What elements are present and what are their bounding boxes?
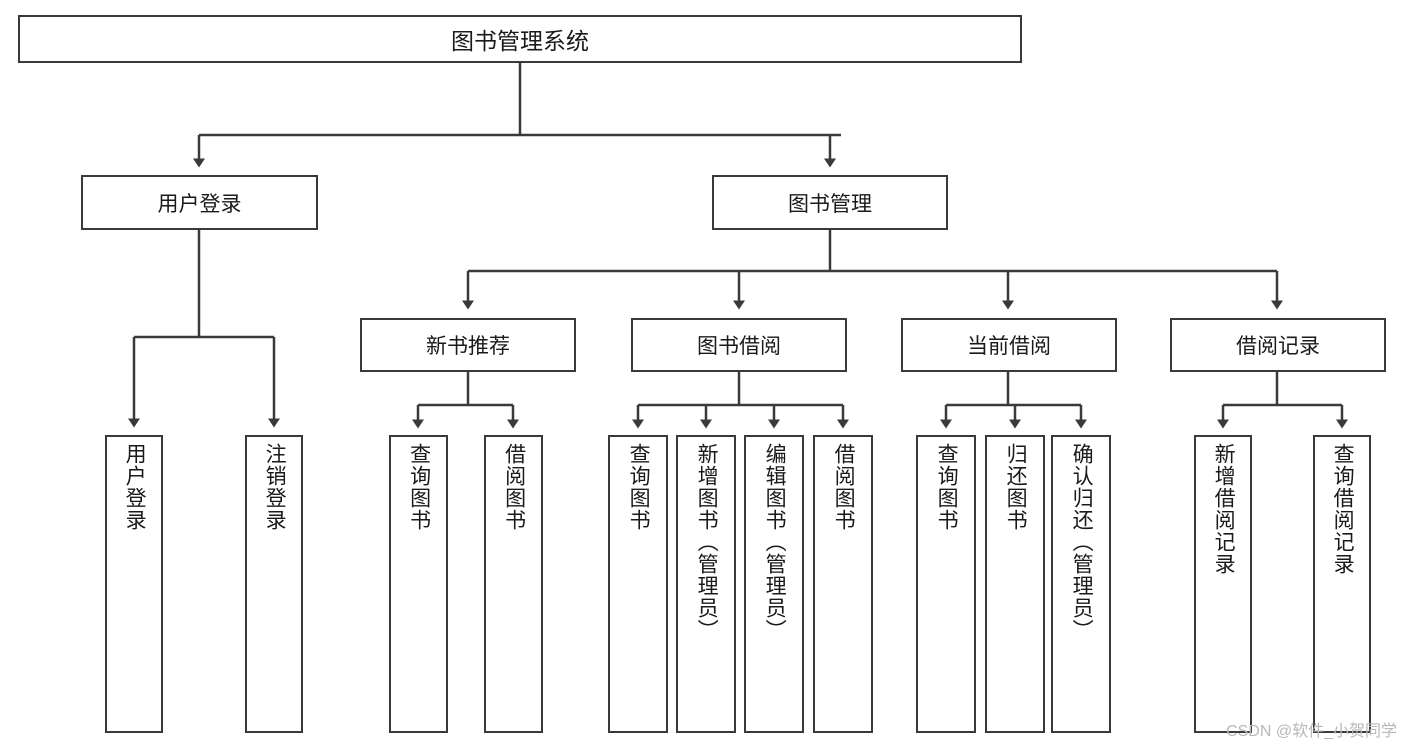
leaf-label: 注销登录 [263, 443, 287, 531]
node-label: 图书管理系统 [451, 28, 589, 54]
leaf-book-borrow-edit[interactable]: 编辑图书（管理员） [744, 435, 804, 733]
leaf-borrow-record-query[interactable]: 查询借阅记录 [1313, 435, 1371, 733]
leaf-label: 确认归还（管理员） [1070, 443, 1094, 641]
leaf-current-borrow-query[interactable]: 查询图书 [916, 435, 976, 733]
leaf-current-borrow-confirm-return[interactable]: 确认归还（管理员） [1051, 435, 1111, 733]
node-new-book-recommend[interactable]: 新书推荐 [360, 318, 576, 372]
leaf-label: 查询图书 [407, 443, 431, 531]
leaf-current-borrow-return[interactable]: 归还图书 [985, 435, 1045, 733]
leaf-label: 编辑图书（管理员） [763, 443, 787, 641]
leaf-label: 新增图书（管理员） [695, 443, 719, 641]
leaf-book-borrow-add[interactable]: 新增图书（管理员） [676, 435, 736, 733]
node-label: 新书推荐 [426, 335, 510, 358]
leaf-label: 新增借阅记录 [1212, 443, 1236, 575]
leaf-user-login-signout[interactable]: 注销登录 [245, 435, 303, 733]
leaf-book-borrow-borrow[interactable]: 借阅图书 [813, 435, 873, 733]
leaf-label: 查询图书 [627, 443, 651, 531]
node-book-borrow[interactable]: 图书借阅 [631, 318, 847, 372]
csdn-watermark: CSDN @软件_小贺同学 [1226, 723, 1397, 740]
node-root-system[interactable]: 图书管理系统 [18, 15, 1022, 63]
leaf-label: 查询图书 [935, 443, 959, 531]
node-borrow-record[interactable]: 借阅记录 [1170, 318, 1386, 372]
leaf-book-borrow-query[interactable]: 查询图书 [608, 435, 668, 733]
leaf-user-login-signin[interactable]: 用户登录 [105, 435, 163, 733]
leaf-new-book-query[interactable]: 查询图书 [389, 435, 448, 733]
leaf-label: 借阅图书 [502, 443, 526, 531]
leaf-label: 归还图书 [1004, 443, 1028, 531]
leaf-new-book-borrow[interactable]: 借阅图书 [484, 435, 543, 733]
node-label: 当前借阅 [967, 335, 1051, 358]
node-label: 借阅记录 [1236, 335, 1320, 358]
leaf-label: 借阅图书 [832, 443, 856, 531]
node-label: 用户登录 [157, 192, 242, 216]
node-label: 图书管理 [788, 192, 872, 216]
node-book-management[interactable]: 图书管理 [712, 175, 948, 230]
leaf-label: 用户登录 [123, 443, 147, 531]
leaf-label: 查询借阅记录 [1331, 443, 1355, 575]
node-user-login[interactable]: 用户登录 [81, 175, 318, 230]
leaf-borrow-record-add[interactable]: 新增借阅记录 [1194, 435, 1252, 733]
node-current-borrow[interactable]: 当前借阅 [901, 318, 1117, 372]
node-label: 图书借阅 [697, 335, 781, 358]
